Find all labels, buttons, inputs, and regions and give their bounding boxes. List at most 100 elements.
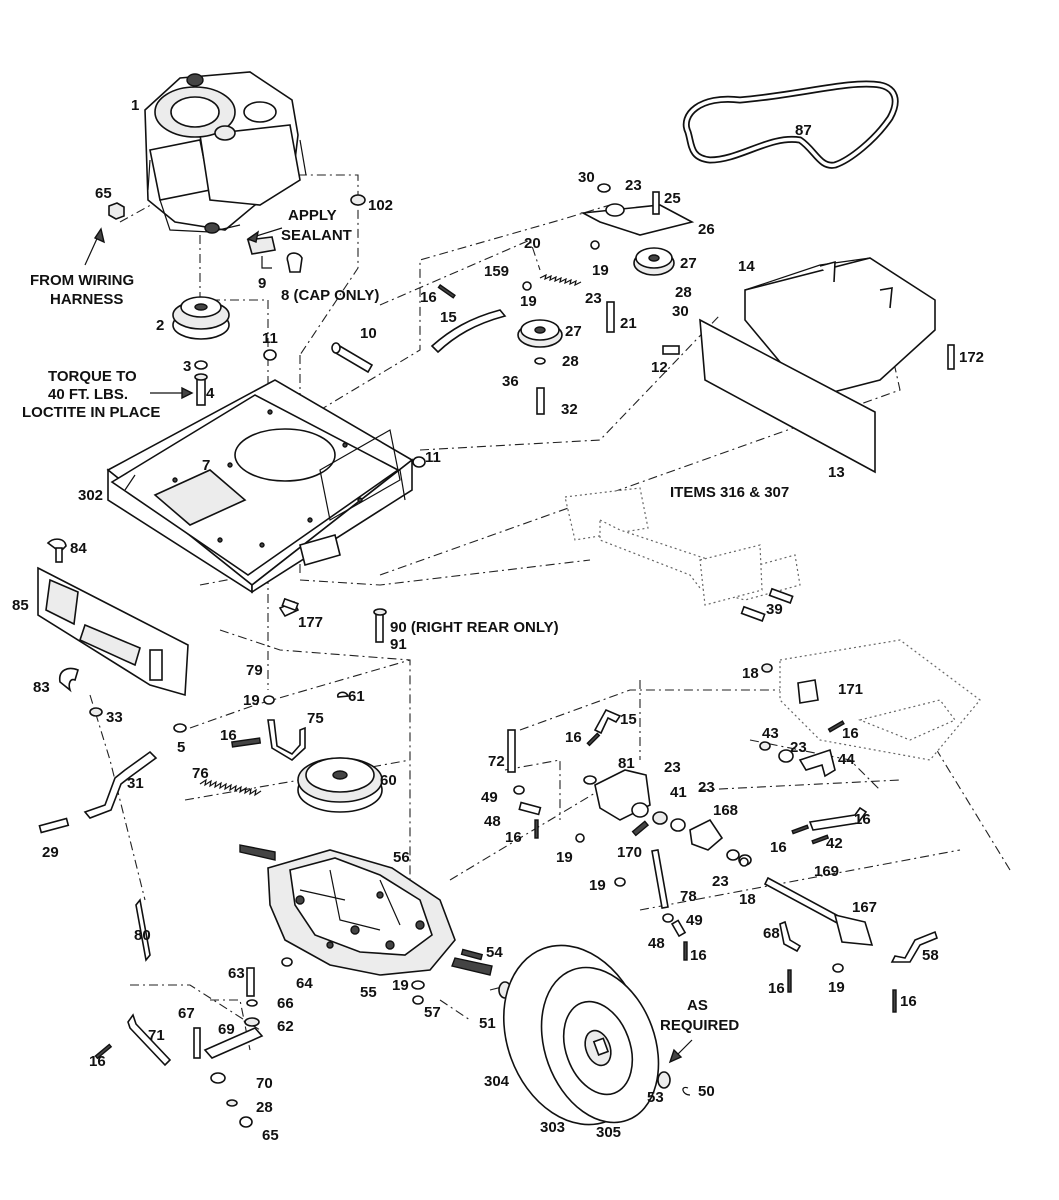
- callout-64: 64: [296, 975, 313, 992]
- bolt-12: [662, 345, 680, 355]
- bolt-90: [373, 608, 387, 643]
- note-torque-line2: 40 FT. LBS.: [48, 386, 128, 403]
- callout-75: 75: [307, 710, 324, 727]
- sealant-fitting: [246, 236, 276, 269]
- callout-16-d: 16: [842, 725, 859, 742]
- note-from-wiring-line1: FROM WIRING: [30, 272, 134, 289]
- washer-57: [411, 980, 425, 1005]
- callout-53: 53: [647, 1089, 664, 1106]
- callout-172: 172: [959, 349, 984, 366]
- callout-305: 305: [596, 1124, 621, 1141]
- callout-302: 302: [78, 487, 103, 504]
- callout-83: 83: [33, 679, 50, 696]
- callout-11-top: 11: [262, 330, 278, 347]
- callout-33: 33: [106, 709, 123, 726]
- bushing-23-top: [597, 183, 611, 193]
- callout-87: 87: [795, 122, 812, 139]
- callout-16-g: 16: [505, 829, 522, 846]
- callout-3: 3: [183, 358, 191, 375]
- spring-20: [539, 273, 582, 287]
- washer-53: [657, 1071, 671, 1089]
- cap-102: [350, 194, 366, 206]
- bolt-67: [193, 1027, 201, 1059]
- bolt-21: [606, 301, 615, 333]
- washer-33: [89, 707, 103, 717]
- callout-19-b: 19: [392, 977, 409, 994]
- callout-23-c: 23: [664, 759, 681, 776]
- callout-51: 51: [479, 1015, 496, 1032]
- callout-61: 61: [348, 688, 365, 705]
- note-torque-line3: LOCTITE IN PLACE: [22, 404, 160, 421]
- v-belt: [682, 80, 899, 169]
- note-from-wiring-line2: HARNESS: [50, 291, 123, 308]
- washer-18-top: [761, 663, 773, 673]
- bolt-177: [278, 597, 300, 618]
- callout-28-left: 28: [562, 353, 579, 370]
- callout-7: 7: [202, 457, 210, 474]
- washers-19: [263, 240, 844, 973]
- callout-20: 20: [524, 235, 541, 252]
- callout-90: 90 (RIGHT REAR ONLY): [390, 619, 559, 636]
- callout-41: 41: [670, 784, 687, 801]
- callout-10: 10: [360, 325, 377, 342]
- callout-171: 171: [838, 681, 863, 698]
- clip-50: [682, 1086, 691, 1096]
- rear-cover: [744, 257, 936, 399]
- rod-72: [507, 729, 516, 773]
- fitting-cap: [286, 252, 303, 273]
- bolt-25: [652, 191, 660, 215]
- callout-70: 70: [256, 1075, 273, 1092]
- callout-26: 26: [698, 221, 715, 238]
- callout-48-b: 48: [648, 935, 665, 952]
- callout-19-e: 19: [556, 849, 573, 866]
- rod-15-right: [593, 708, 622, 735]
- callout-69: 69: [218, 1021, 235, 1038]
- callout-48-a: 48: [484, 813, 501, 830]
- callout-91: 91: [390, 636, 407, 653]
- bushings-23-41: [631, 802, 686, 832]
- pin-16-left: [231, 737, 262, 748]
- key-54: [460, 948, 484, 961]
- callout-16-h: 16: [770, 839, 787, 856]
- callout-42: 42: [826, 835, 843, 852]
- callout-23-top: 23: [625, 177, 642, 194]
- callout-63: 63: [228, 965, 245, 982]
- callout-169: 169: [814, 863, 839, 880]
- callout-36: 36: [502, 373, 519, 390]
- callout-79: 79: [246, 662, 263, 679]
- transaxle: [239, 844, 493, 976]
- bracket-75: [267, 719, 306, 761]
- washer-5: [173, 723, 187, 733]
- callout-85: 85: [12, 597, 29, 614]
- callout-32: 32: [561, 401, 578, 418]
- bolt-63: [246, 967, 255, 997]
- callout-303: 303: [540, 1119, 565, 1136]
- washer-18-right: [739, 857, 749, 867]
- rod-71: [127, 1013, 172, 1067]
- callout-30-right: 30: [672, 303, 689, 320]
- rear-wheel: [502, 944, 660, 1126]
- callout-62: 62: [277, 1018, 294, 1035]
- nut-65-bottom: [239, 1116, 253, 1128]
- callout-11-right: 11: [425, 449, 441, 466]
- rear-panel: [699, 318, 876, 474]
- pin-170: [631, 820, 650, 837]
- callout-30-top: 30: [578, 169, 595, 186]
- callout-27-left: 27: [565, 323, 582, 340]
- callout-23-d: 23: [698, 779, 715, 796]
- callout-76: 76: [192, 765, 209, 782]
- pins-16: [94, 284, 897, 1060]
- notes: APPLY SEALANT FROM WIRING HARNESS TORQUE…: [22, 207, 789, 1064]
- bracket-85: [37, 566, 189, 697]
- idler-arm-26: [580, 203, 695, 236]
- callout-49-b: 49: [686, 912, 703, 929]
- callout-78: 78: [680, 888, 697, 905]
- pin-29: [38, 817, 70, 834]
- rod-15-top: [430, 309, 507, 354]
- callout-72: 72: [488, 753, 505, 770]
- bolt-84: [46, 538, 67, 563]
- callout-13: 13: [828, 464, 845, 481]
- callout-25: 25: [664, 190, 681, 207]
- washer-3: [194, 360, 208, 370]
- engine-pulley: [172, 296, 230, 340]
